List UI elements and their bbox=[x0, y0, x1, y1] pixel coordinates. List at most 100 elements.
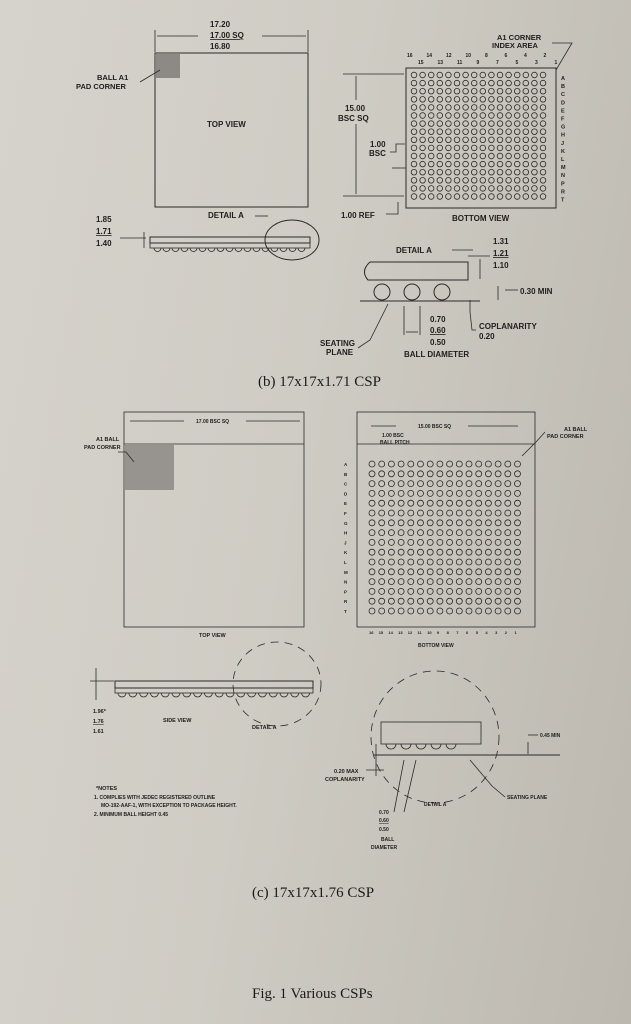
fig-b-ball bbox=[419, 144, 426, 152]
fig-b-ball bbox=[410, 185, 418, 192]
fig-b-ball bbox=[531, 144, 538, 152]
fig-c-col-number: 8 bbox=[447, 630, 450, 635]
fig-b-ball bbox=[522, 87, 529, 95]
fig-b-ball bbox=[471, 160, 478, 168]
fig-b-ball bbox=[419, 112, 426, 119]
fig-b-ball bbox=[539, 168, 547, 176]
fig-b-ball bbox=[531, 193, 538, 200]
fig-c-ball bbox=[397, 460, 405, 468]
fig-c-ball bbox=[494, 480, 502, 488]
fig-b-ball bbox=[471, 120, 478, 127]
fig-b-ball bbox=[505, 87, 512, 95]
fig-b-ball bbox=[539, 152, 547, 160]
fig-b-ball-top: 0.70 bbox=[430, 315, 446, 324]
fig-c-ball bbox=[378, 460, 386, 468]
fig-b-ball bbox=[539, 96, 547, 103]
fig-b-ball-mid: 0.60 bbox=[430, 326, 446, 335]
fig-b-ball bbox=[419, 79, 426, 87]
fig-b-ball bbox=[514, 144, 521, 152]
fig-b-ball bbox=[419, 168, 426, 176]
fig-c-ball bbox=[417, 470, 424, 478]
fig-b-bottom-view-label: BOTTOM VIEW bbox=[452, 214, 510, 223]
fig-b-ball bbox=[531, 177, 538, 184]
fig-b-ball bbox=[479, 71, 486, 79]
fig-b-ball bbox=[436, 193, 443, 200]
fig-b-ball bbox=[479, 152, 486, 160]
fig-c-ball bbox=[475, 539, 483, 546]
fig-b-row-letter: M bbox=[561, 165, 566, 171]
fig-b-ball bbox=[436, 71, 443, 79]
fig-c-ball bbox=[446, 489, 454, 497]
fig-c-ball-grid bbox=[368, 460, 521, 615]
fig-b-ball bbox=[479, 96, 486, 103]
fig-b-index-area-label: INDEX AREA bbox=[492, 41, 539, 50]
fig-c-ball bbox=[494, 568, 502, 576]
fig-b-ball bbox=[471, 185, 478, 192]
fig-c-a1-ball-label: A1 BALL bbox=[96, 437, 120, 443]
fig-b-ball bbox=[531, 185, 538, 192]
fig-b-row-letter: N bbox=[561, 173, 565, 179]
fig-b-ball bbox=[479, 87, 486, 95]
fig-c-notes: *NOTES 1. COMPLIES WITH JEDEC REGISTERED… bbox=[94, 786, 237, 818]
fig-c-ball bbox=[436, 568, 444, 576]
fig-c-detail-a-bottom: DETAIL A bbox=[424, 802, 447, 808]
fig-c-ball bbox=[494, 548, 502, 556]
fig-c-ball bbox=[368, 519, 376, 527]
fig-c-row-letter: P bbox=[344, 589, 347, 594]
fig-c-ball bbox=[417, 499, 424, 507]
fig-c-ball bbox=[387, 607, 395, 615]
fig-c-ball bbox=[455, 607, 463, 615]
fig-b-ball bbox=[436, 120, 443, 127]
fig-b-ball bbox=[445, 152, 452, 160]
fig-b-ball bbox=[410, 177, 418, 184]
fig-b-ball bbox=[453, 177, 461, 184]
fig-b-ball bbox=[522, 136, 529, 143]
fig-b-ball bbox=[462, 136, 469, 143]
fig-c-ball bbox=[494, 597, 502, 605]
fig-c-ball bbox=[397, 539, 405, 546]
fig-b-ball bbox=[471, 96, 478, 103]
fig-c-ball bbox=[407, 529, 415, 536]
fig-c-side-ball bbox=[160, 692, 170, 698]
fig-b-ball bbox=[471, 71, 478, 79]
fig-c-ball bbox=[368, 460, 376, 468]
fig-b-ball bbox=[496, 152, 504, 160]
fig-c-ball bbox=[387, 499, 395, 507]
fig-c-col-number: 14 bbox=[388, 630, 393, 635]
fig-b-ball bbox=[471, 128, 478, 135]
fig-b-ball bbox=[471, 193, 478, 200]
fig-c-ball bbox=[378, 509, 386, 517]
fig-c-ball bbox=[504, 568, 512, 576]
fig-b-ball bbox=[531, 160, 538, 168]
fig-c-row-letter: G bbox=[344, 521, 348, 526]
fig-c-ball bbox=[368, 588, 376, 595]
fig-b-ball bbox=[522, 120, 529, 127]
fig-c-ball bbox=[387, 489, 395, 497]
fig-c-ball bbox=[475, 578, 483, 585]
fig-b-ball bbox=[505, 136, 512, 143]
fig-b-ball bbox=[531, 120, 538, 127]
fig-c-ball bbox=[407, 480, 415, 488]
fig-c-ball-top: 0.70 bbox=[379, 810, 389, 816]
fig-c-ball bbox=[514, 607, 521, 615]
fig-b-ball bbox=[522, 128, 529, 135]
fig-c-ball bbox=[465, 558, 473, 566]
fig-c-ball bbox=[397, 529, 405, 536]
fig-b-ball bbox=[410, 152, 418, 160]
fig-b-col-number: 6 bbox=[505, 53, 508, 59]
fig-b-ball bbox=[496, 79, 504, 87]
fig-c-ball bbox=[504, 519, 512, 527]
fig-b-ball bbox=[462, 128, 469, 135]
fig-b-ball bbox=[514, 152, 521, 160]
fig-b-ball bbox=[462, 152, 469, 160]
fig-b-ball bbox=[531, 87, 538, 95]
fig-b-ball bbox=[428, 185, 435, 192]
fig-c-ball bbox=[465, 607, 473, 615]
fig-c-ball bbox=[407, 460, 415, 468]
fig-c-col-number: 11 bbox=[418, 630, 423, 635]
fig-c-ball bbox=[504, 607, 512, 615]
fig-c-ball bbox=[475, 607, 483, 615]
fig-b-pitch-label: BSC bbox=[369, 149, 386, 158]
fig-c-ball bbox=[436, 558, 444, 566]
